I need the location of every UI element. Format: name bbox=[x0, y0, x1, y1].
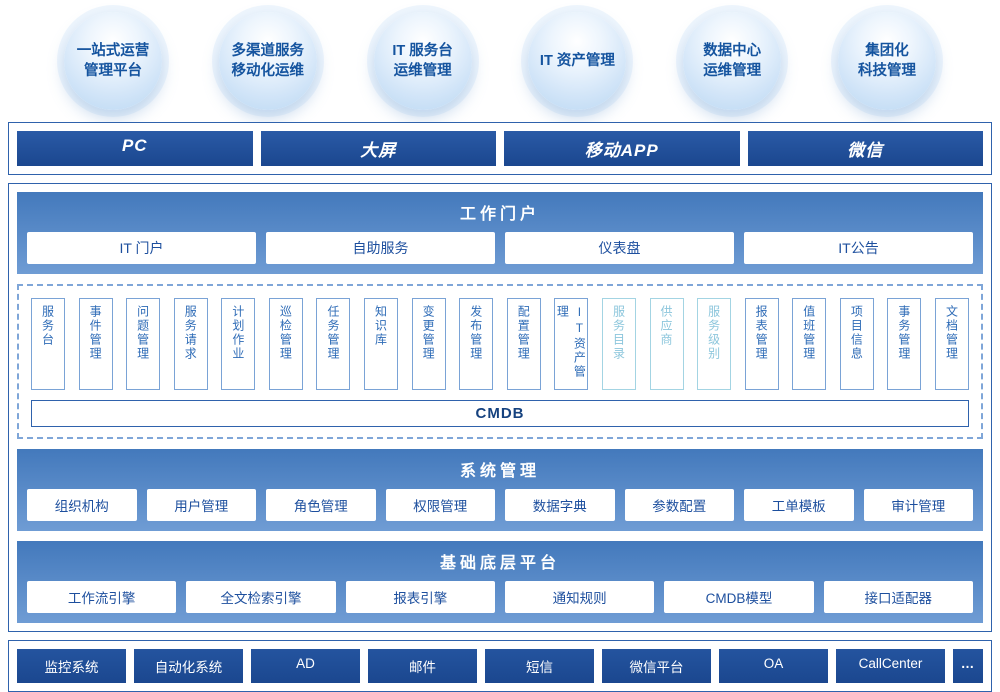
module-task-mgmt: 任务管理 bbox=[316, 298, 351, 390]
module-service-catalog: 服务目录 bbox=[601, 298, 636, 390]
bubble-label: 多渠道服务 移动化运维 bbox=[231, 42, 305, 79]
bubble-data-center-ops: 数据中心 运维管理 bbox=[683, 12, 782, 110]
integrations-bar: 监控系统 自动化系统 AD 邮件 短信 微信平台 OA CallCenter … bbox=[8, 640, 992, 692]
sys-item-ticket-template: 工单模板 bbox=[744, 489, 854, 521]
sys-item-permission-mgmt: 权限管理 bbox=[385, 489, 495, 521]
portal-item-it-announcement: IT公告 bbox=[744, 232, 973, 264]
base-item-report-engine: 报表引擎 bbox=[345, 581, 495, 613]
module-knowledge-base: 知识库 bbox=[364, 298, 399, 390]
module-service-request: 服务请求 bbox=[173, 298, 208, 390]
system-mgmt-title: 系统管理 bbox=[459, 463, 540, 480]
portal-item-it-portal: IT 门户 bbox=[27, 232, 256, 264]
system-mgmt-panel: 系统管理 组织机构 用户管理 角色管理 权限管理 数据字典 参数配置 工单模板 … bbox=[17, 449, 983, 531]
module-problem-mgmt: 问题管理 bbox=[126, 298, 161, 390]
sys-item-parameter-config: 参数配置 bbox=[624, 489, 734, 521]
integration-email: 邮件 bbox=[368, 649, 477, 683]
capability-bubbles-row: 一站式运营 管理平台 多渠道服务 移动化运维 IT 服务台 运维管理 IT 资产… bbox=[0, 0, 1000, 122]
platform-container: 工作门户 IT 门户 自助服务 仪表盘 IT公告 服务台 事件管理 问题管理 服… bbox=[8, 183, 992, 632]
itsm-modules-box: 服务台 事件管理 问题管理 服务请求 计划作业 巡检管理 任务管理 知识库 变更… bbox=[17, 284, 983, 439]
bubble-group-tech-mgmt: 集团化 科技管理 bbox=[837, 12, 936, 110]
module-asset-mgmt: IT资产管理 bbox=[554, 298, 589, 390]
module-affair-mgmt: 事务管理 bbox=[887, 298, 922, 390]
module-report-mgmt: 报表管理 bbox=[744, 298, 779, 390]
module-change-mgmt: 变更管理 bbox=[411, 298, 446, 390]
base-item-interface-adapter: 接口适配器 bbox=[823, 581, 973, 613]
bubble-label: IT 资产管理 bbox=[539, 52, 615, 69]
cmdb-bar: CMDB bbox=[31, 400, 969, 427]
base-platform-panel: 基础底层平台 工作流引擎 全文检索引擎 报表引擎 通知规则 CMDB模型 接口适… bbox=[17, 541, 983, 623]
integration-wechat-platform: 微信平台 bbox=[602, 649, 711, 683]
channel-bar: PC 大屏 移动APP 微信 bbox=[8, 122, 992, 175]
base-item-workflow-engine: 工作流引擎 bbox=[27, 581, 177, 613]
bubble-multichannel-mobile-ops: 多渠道服务 移动化运维 bbox=[218, 12, 317, 110]
integration-automation-system: 自动化系统 bbox=[134, 649, 243, 683]
bubble-it-asset-mgmt: IT 资产管理 bbox=[528, 12, 627, 110]
module-incident-mgmt: 事件管理 bbox=[78, 298, 113, 390]
sys-item-audit-mgmt: 审计管理 bbox=[863, 489, 973, 521]
portal-item-dashboard: 仪表盘 bbox=[505, 232, 734, 264]
system-mgmt-row: 组织机构 用户管理 角色管理 权限管理 数据字典 参数配置 工单模板 审计管理 bbox=[27, 489, 973, 521]
portal-title: 工作门户 bbox=[459, 206, 540, 223]
channel-big-screen: 大屏 bbox=[260, 131, 496, 166]
integration-sms: 短信 bbox=[485, 649, 594, 683]
module-project-info: 项目信息 bbox=[839, 298, 874, 390]
portal-item-self-service: 自助服务 bbox=[266, 232, 495, 264]
sys-item-organization: 组织机构 bbox=[27, 489, 137, 521]
integration-monitoring-system: 监控系统 bbox=[17, 649, 126, 683]
bubble-it-service-desk-ops: IT 服务台 运维管理 bbox=[373, 12, 472, 110]
portal-panel: 工作门户 IT 门户 自助服务 仪表盘 IT公告 bbox=[17, 192, 983, 274]
channel-wechat: 微信 bbox=[747, 131, 983, 166]
module-inspection-mgmt: 巡检管理 bbox=[268, 298, 303, 390]
base-item-notification-rules: 通知规则 bbox=[504, 581, 655, 613]
sys-item-user-mgmt: 用户管理 bbox=[146, 489, 256, 521]
base-platform-title: 基础底层平台 bbox=[439, 555, 560, 572]
module-planned-job: 计划作业 bbox=[221, 298, 256, 390]
bubble-one-stop-operations: 一站式运营 管理平台 bbox=[64, 12, 162, 110]
base-platform-row: 工作流引擎 全文检索引擎 报表引擎 通知规则 CMDB模型 接口适配器 bbox=[27, 581, 973, 613]
bubble-label: IT 服务台 运维管理 bbox=[392, 42, 453, 79]
sys-item-role-mgmt: 角色管理 bbox=[266, 489, 376, 521]
integration-more: … bbox=[953, 649, 983, 683]
module-duty-mgmt: 值班管理 bbox=[792, 298, 827, 390]
module-service-desk: 服务台 bbox=[31, 298, 65, 390]
portal-items-row: IT 门户 自助服务 仪表盘 IT公告 bbox=[27, 232, 973, 264]
base-item-fulltext-search-engine: 全文检索引擎 bbox=[186, 581, 336, 613]
bubble-label: 数据中心 运维管理 bbox=[703, 42, 762, 79]
bubble-label: 集团化 科技管理 bbox=[857, 42, 916, 79]
integration-oa: OA bbox=[719, 649, 828, 683]
channel-mobile-app: 移动APP bbox=[504, 131, 740, 166]
bubble-label: 一站式运营 管理平台 bbox=[76, 42, 150, 79]
integration-ad: AD bbox=[251, 649, 360, 683]
module-supplier: 供应商 bbox=[649, 298, 684, 390]
module-service-level: 服务级别 bbox=[697, 298, 732, 390]
base-item-cmdb-model: CMDB模型 bbox=[664, 581, 814, 613]
channel-pc: PC bbox=[17, 131, 253, 166]
itsm-modules-row: 服务台 事件管理 问题管理 服务请求 计划作业 巡检管理 任务管理 知识库 变更… bbox=[31, 298, 969, 390]
integration-callcenter: CallCenter bbox=[836, 649, 945, 683]
module-config-mgmt: 配置管理 bbox=[506, 298, 541, 390]
module-document-mgmt: 文档管理 bbox=[934, 298, 969, 390]
module-release-mgmt: 发布管理 bbox=[459, 298, 494, 390]
sys-item-data-dictionary: 数据字典 bbox=[505, 489, 615, 521]
